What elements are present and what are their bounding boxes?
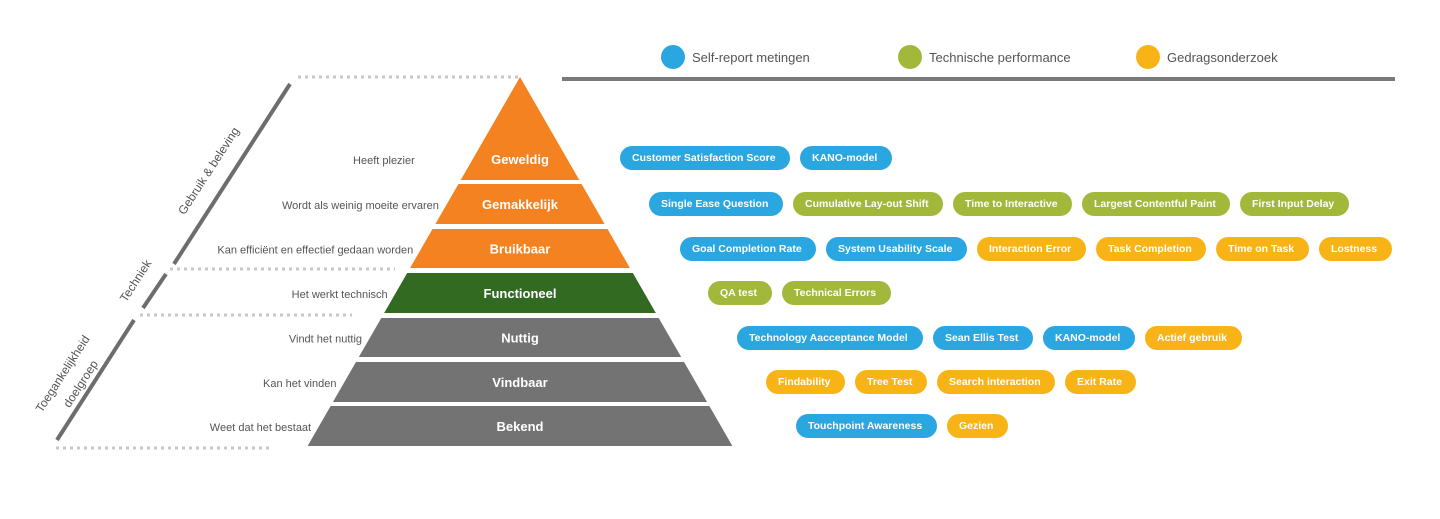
layer-description-geweldig: Heeft plezier — [353, 155, 415, 167]
legend-label-self-report: Self-report metingen — [692, 50, 810, 65]
metric-pill: Gezien — [947, 414, 1008, 438]
legend-dot-self-report — [661, 45, 685, 69]
layer-title-geweldig: Geweldig — [491, 152, 549, 167]
layer-description-bruikbaar: Kan efficiënt en effectief gedaan worden — [217, 245, 413, 257]
layer-description-functioneel: Het werkt technisch — [292, 289, 388, 301]
metric-pill: System Usability Scale — [826, 236, 967, 261]
metric-pill: KANO-model — [800, 146, 892, 170]
legend-dot-technische-performance — [898, 45, 922, 69]
legend-label-technische-performance: Technische performance — [929, 50, 1071, 65]
metric-pill: Customer Satisfaction Score — [620, 146, 790, 170]
metric-pill: Largest Contentful Paint — [1082, 192, 1230, 216]
bracket-techniek — [141, 272, 168, 310]
pyramid-layer-nuttig — [358, 318, 682, 357]
metric-pill: Task Completion — [1096, 236, 1206, 261]
metric-pill: Touchpoint Awareness — [796, 414, 937, 438]
layer-description-gemakkelijk: Wordt als weinig moeite ervaren — [282, 200, 439, 212]
metric-pill: First Input Delay — [1240, 192, 1349, 216]
metric-pill: Interaction Error — [977, 236, 1086, 261]
metric-pill: Time to Interactive — [953, 192, 1072, 216]
metric-pill: Lostness — [1319, 236, 1392, 261]
pyramid-layer-gemakkelijk — [435, 184, 605, 224]
metric-pill: Tree Test — [855, 370, 927, 394]
dotted-separators — [56, 75, 520, 450]
metric-pill: Time on Task — [1216, 236, 1309, 261]
metric-pill: Technology Aacceptance Model — [737, 325, 923, 350]
layer-title-gemakkelijk: Gemakkelijk — [482, 197, 559, 212]
metric-pill: Search interaction — [937, 370, 1055, 394]
pyramid-layer-vindbaar — [332, 362, 708, 402]
layer-description-bekend: Weet dat het bestaat — [210, 422, 311, 434]
layer-title-nuttig: Nuttig — [501, 331, 539, 346]
pyramid-layer-geweldig — [460, 77, 580, 180]
legend: Self-report metingen Technische performa… — [562, 45, 1395, 81]
metric-pill: Technical Errors — [782, 281, 891, 305]
side-brackets — [55, 82, 292, 442]
pyramid-layer-bekend — [307, 406, 733, 446]
metric-pill: Cumulative Lay-out Shift — [793, 192, 943, 216]
layer-title-functioneel: Functioneel — [484, 286, 557, 301]
bracket-gebruik — [172, 82, 292, 266]
pyramid-layer-functioneel — [384, 273, 656, 313]
metric-pill: Actief gebruik — [1145, 325, 1242, 350]
metric-pill: Single Ease Question — [649, 192, 783, 216]
metric-pill: Findability — [766, 370, 845, 394]
layer-title-bruikbaar: Bruikbaar — [490, 242, 551, 257]
layer-title-vindbaar: Vindbaar — [492, 375, 547, 390]
layer-description-nuttig: Vindt het nuttig — [289, 334, 362, 346]
legend-label-gedragsonderzoek: Gedragsonderzoek — [1167, 50, 1278, 65]
metric-pill: QA test — [708, 281, 772, 305]
metric-pill: Goal Completion Rate — [680, 236, 816, 261]
metric-pill: Sean Ellis Test — [933, 325, 1033, 350]
legend-dot-gedragsonderzoek — [1136, 45, 1160, 69]
metric-pill: KANO-model — [1043, 325, 1135, 350]
metric-pill: Exit Rate — [1065, 370, 1136, 394]
pyramid-layer-bruikbaar — [410, 229, 630, 268]
layer-description-vindbaar: Kan het vinden — [263, 378, 336, 390]
bracket-toegankelijkheid — [55, 318, 136, 442]
layer-title-bekend: Bekend — [497, 419, 544, 434]
